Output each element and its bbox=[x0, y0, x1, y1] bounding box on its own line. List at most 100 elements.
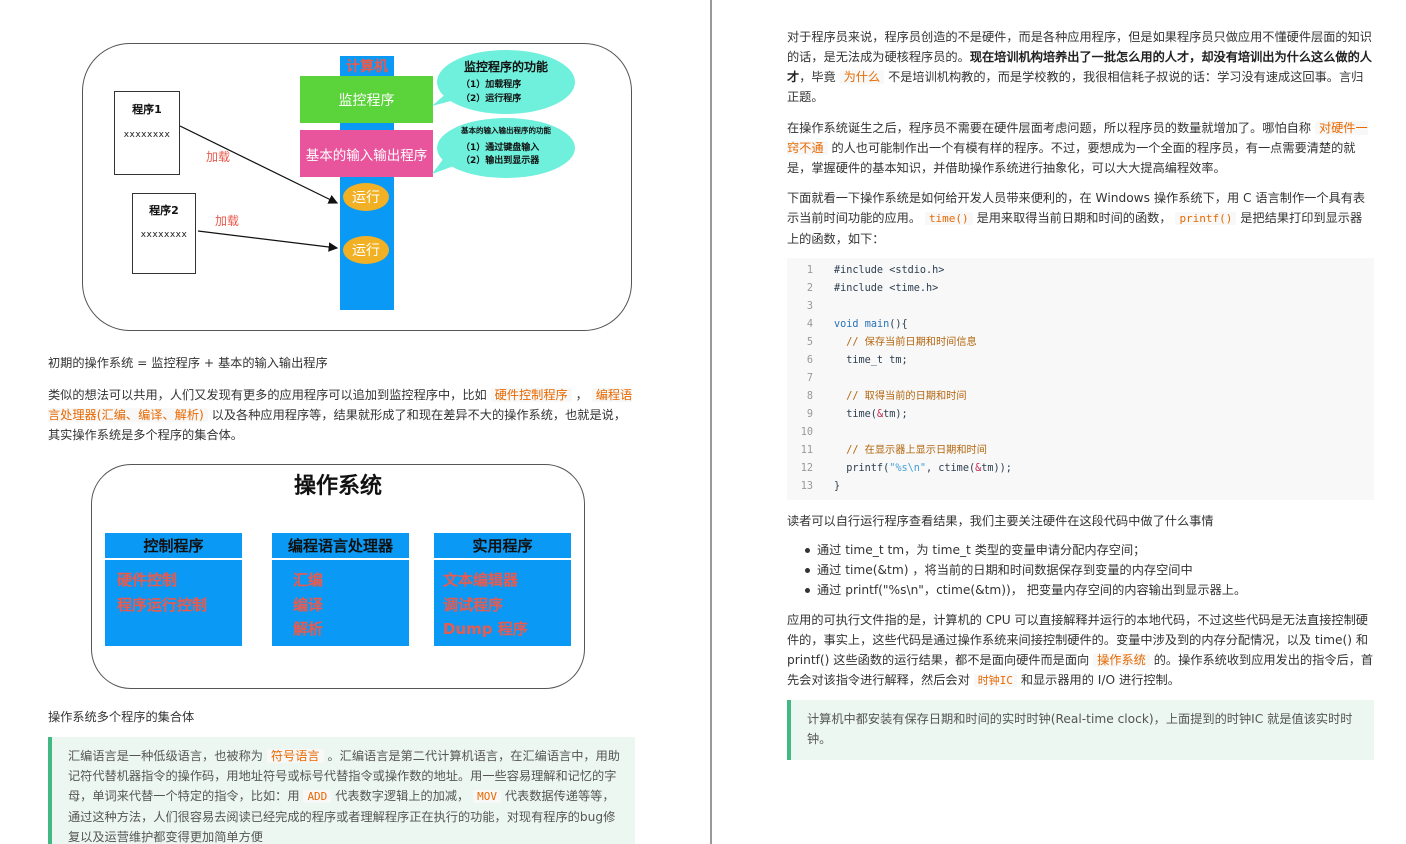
load-label-2: 加载 bbox=[215, 214, 240, 228]
code-string: "%s\n" bbox=[889, 463, 927, 474]
text: 对于程序员来说，程序员创造的不是硬件，而是各种应用程序，但是如果程序员只做应用不… bbox=[787, 30, 1372, 64]
text: 以及各种应用程序等，结果就形成了和现在差异不大的操作系统，也就是说，其实操作系统… bbox=[48, 408, 627, 442]
code-add: ADD bbox=[303, 790, 332, 803]
text: 代表数字逻辑上的加减， bbox=[335, 789, 470, 803]
io-program-box: 基本的输入输出程序 bbox=[300, 130, 433, 177]
text: ，毕竟 bbox=[799, 70, 836, 84]
highlight-why: 为什么 bbox=[839, 70, 885, 84]
code-comment: // 在显示器上显示日期和时间 bbox=[834, 445, 987, 456]
caption-early-os: 初期的操作系统 = 监控程序 + 基本的输入输出程序 bbox=[48, 356, 328, 370]
code-line: time(&tm); bbox=[834, 406, 908, 424]
paragraph-reader-run: 读者可以自行运行程序查看结果，我们主要关注硬件在这段代码中做了什么事情 bbox=[787, 514, 1214, 528]
os-item: 编译 bbox=[293, 595, 324, 614]
os-column-header: 控制程序 bbox=[105, 533, 242, 560]
load-label-1: 加载 bbox=[206, 150, 231, 164]
program1-title: 程序1 bbox=[132, 103, 162, 116]
os-column-header: 实用程序 bbox=[434, 533, 571, 560]
page-divider bbox=[710, 0, 712, 844]
bubble-io-item-2: （2）输出到显示器 bbox=[461, 156, 540, 166]
line-number: 7 bbox=[806, 373, 813, 384]
os-column-control: 控制程序 硬件控制 程序运行控制 bbox=[105, 533, 242, 646]
bold-text: 现在培训机构培养出了一批怎么用的人才，却没有培训出为什么这么做的人才 bbox=[787, 50, 1372, 84]
os-item: 调试程序 bbox=[443, 595, 504, 614]
program1-body: xxxxxxxx bbox=[123, 130, 171, 140]
text: 是把结果打印到显示器上的函数，如下： bbox=[787, 211, 1363, 246]
text: 的。操作系统收到应用发出的指令后，首先会对该指令进行解释，然后会对 bbox=[787, 653, 1374, 687]
load-arrows-icon bbox=[179, 125, 339, 252]
code-mov: MOV bbox=[473, 790, 501, 803]
keyword: void bbox=[834, 319, 859, 330]
function-name: main bbox=[864, 319, 890, 330]
paragraph-executable: 应用的可执行文件指的是，计算机的 CPU 可以直接解释并运行的本地代码，不过这些… bbox=[787, 610, 1374, 691]
list-item: 通过 time_t tm，为 time_t 类型的变量申请分配内存空间； bbox=[803, 540, 1246, 560]
os-column-utility: 实用程序 文本编辑器 调试程序 Dump 程序 bbox=[434, 533, 571, 646]
line-number: 4 bbox=[806, 319, 813, 330]
text: 汇编语言是一种低级语言，也被称为 bbox=[68, 749, 263, 763]
code-operator: & bbox=[975, 463, 982, 474]
code-text: tm)); bbox=[981, 463, 1012, 474]
io-function-bubble: 基本的输入输出程序的功能 （1）通过键盘输入 （2）输出到显示器 bbox=[437, 118, 575, 178]
os-item: Dump 程序 bbox=[443, 620, 528, 638]
assembly-blockquote: 汇编语言是一种低级语言，也被称为 符号语言 。汇编语言是第二代计算机语言，在汇编… bbox=[48, 737, 635, 844]
code-comment: // 保存当前日期和时间信息 bbox=[834, 337, 977, 348]
line-number: 1 bbox=[806, 265, 813, 276]
text: 应用的可执行文件指的是，计算机的 CPU 可以直接解释并运行的本地代码，不过这些… bbox=[787, 613, 1369, 667]
line-number: 12 bbox=[800, 463, 813, 474]
paragraph-programmer-hardware: 对于程序员来说，程序员创造的不是硬件，而是各种应用程序，但是如果程序员只做应用不… bbox=[787, 27, 1374, 107]
line-number: 11 bbox=[800, 445, 813, 456]
bubble-io-item-1: （1）通过键盘输入 bbox=[461, 143, 540, 153]
code-comment: // 取得当前的日期和时间 bbox=[834, 391, 967, 402]
os-column-header: 编程语言处理器 bbox=[272, 533, 409, 560]
diagram-os-title: 操作系统 bbox=[293, 474, 382, 499]
os-item: 硬件控制 bbox=[117, 571, 178, 589]
os-column-language: 编程语言处理器 汇编 编译 解析 bbox=[272, 533, 409, 646]
line-number: 2 bbox=[806, 283, 813, 294]
text: 类似的想法可以共用，人们又发现有更多的应用程序可以追加到监控程序中，比如 bbox=[48, 388, 487, 402]
paragraph-after-os: 在操作系统诞生之后，程序员不需要在硬件层面考虑问题，所以程序员的数量就增加了。哪… bbox=[787, 118, 1374, 178]
hardware-steps-list: 通过 time_t tm，为 time_t 类型的变量申请分配内存空间； 通过 … bbox=[803, 540, 1246, 600]
highlight-os: 操作系统 bbox=[1093, 653, 1150, 667]
program2-title: 程序2 bbox=[149, 204, 179, 217]
line-number: 5 bbox=[806, 337, 813, 348]
computer-label: 计算机 bbox=[346, 59, 388, 75]
bubble-monitor-title: 监控程序的功能 bbox=[463, 60, 548, 74]
highlight-hardware-control: 硬件控制程序 bbox=[490, 388, 572, 402]
bubble-monitor-item-1: （1）加载程序 bbox=[461, 80, 522, 90]
code-clock-ic: 时钟IC bbox=[973, 674, 1017, 687]
paragraph-windows-example: 下面就看一下操作系统是如何给开发人员带来便利的，在 Windows 操作系统下，… bbox=[787, 188, 1374, 249]
code-text: printf( bbox=[834, 463, 890, 474]
text: 。汇编语言是第二代计算机语言，在汇编语言中，用助记符代替机器指令的操作码，用地址… bbox=[68, 749, 620, 803]
line-number: 10 bbox=[800, 427, 813, 438]
os-item: 汇编 bbox=[293, 571, 324, 589]
left-page: 程序1 xxxxxxxx 程序2 xxxxxxxx 加载 加载 计算机 监控程序… bbox=[48, 43, 638, 844]
program1-box: 程序1 xxxxxxxx bbox=[114, 91, 180, 175]
os-item: 文本编辑器 bbox=[443, 571, 519, 589]
run-oval-2: 运行 bbox=[343, 236, 389, 264]
code-time: time() bbox=[924, 212, 973, 225]
text: 代表数据传递等等，通过这种方法，人们很容易去阅读已经完成的程序或者理解程序正在执… bbox=[68, 789, 616, 844]
rtc-blockquote: 计算机中都安装有保存日期和时间的实时时钟(Real-time clock)，上面… bbox=[787, 700, 1374, 760]
program2-box: 程序2 xxxxxxxx bbox=[132, 193, 196, 274]
code-text: , ctime( bbox=[926, 463, 976, 474]
code-line: #include <time.h> bbox=[834, 283, 939, 294]
run-oval-1: 运行 bbox=[343, 183, 389, 211]
text: 和显示器用的 I/O 进行控制。 bbox=[1020, 673, 1180, 687]
text: 是用来取得当前日期和时间的函数， bbox=[976, 211, 1172, 225]
bubble-monitor-item-2: （2）运行程序 bbox=[461, 94, 522, 104]
monitor-program-box: 监控程序 bbox=[300, 76, 433, 123]
code-text: time( bbox=[834, 409, 877, 420]
code-line: printf("%s\n", ctime(&tm)); bbox=[834, 460, 1012, 478]
code-text: (){ bbox=[889, 319, 908, 330]
line-number: 13 bbox=[800, 481, 813, 492]
list-item: 通过 time(&tm) ，将当前的日期和时间数据保存到变量的内存空间中 bbox=[803, 560, 1246, 580]
text: 在操作系统诞生之后，程序员不需要在硬件层面考虑问题，所以程序员的数量就增加了。哪… bbox=[787, 121, 1312, 135]
program2-body: xxxxxxxx bbox=[140, 230, 188, 240]
code-printf: printf() bbox=[1175, 212, 1237, 225]
monitor-function-bubble: 监控程序的功能 （1）加载程序 （2）运行程序 bbox=[437, 50, 575, 114]
paragraph-os-collection: 类似的想法可以共用，人们又发现有更多的应用程序可以追加到监控程序中，比如 硬件控… bbox=[48, 385, 638, 445]
caption-os-collection: 操作系统多个程序的集合体 bbox=[48, 710, 195, 724]
code-line: #include <stdio.h> bbox=[834, 265, 945, 276]
code-line: void main(){ bbox=[834, 316, 908, 334]
text: 的人也可能制作出一个有模有样的程序。不过，要想成为一个全面的程序员，有一点需要清… bbox=[787, 141, 1356, 175]
code-text: tm); bbox=[883, 409, 908, 420]
